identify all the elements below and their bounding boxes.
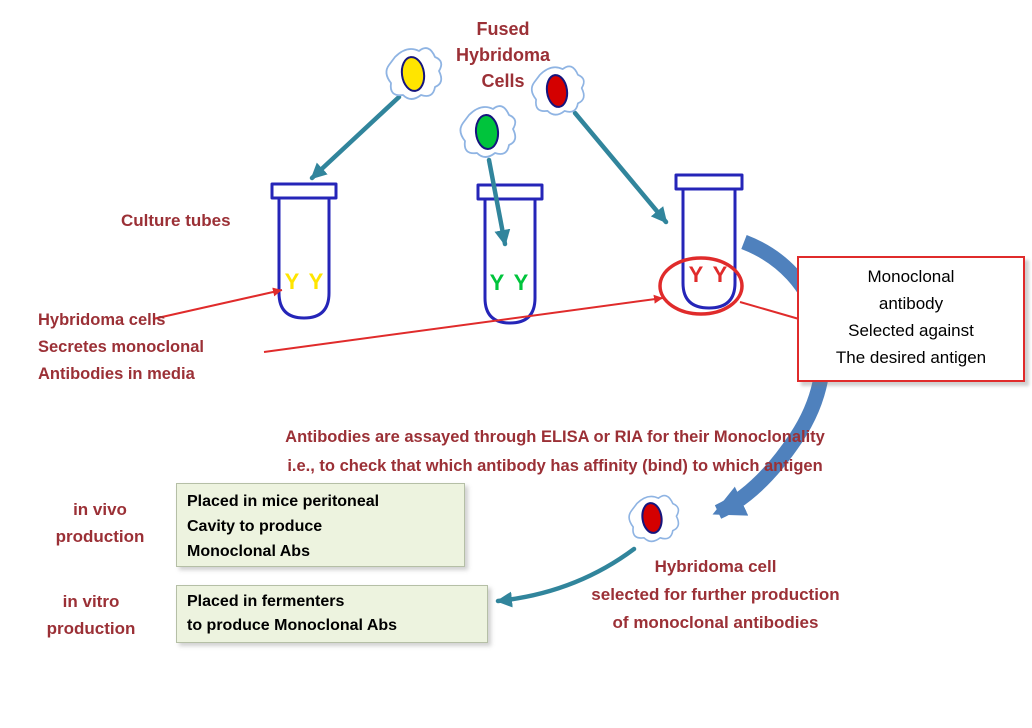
culture-tube-3 <box>674 173 744 310</box>
tube3-antibodies: Y Y <box>688 262 730 287</box>
in-vivo-label: in vivo production <box>55 500 145 546</box>
fused-cell-yellow <box>385 47 443 100</box>
tube-body <box>681 189 737 310</box>
tube-rim <box>674 173 744 191</box>
assay-description: Antibodies are assayed through ELISA or … <box>285 428 825 475</box>
fused-cells-title: Fused Hybridoma Cells <box>455 19 551 91</box>
culture-tube-1 <box>270 182 338 320</box>
tube-rim <box>270 182 338 200</box>
selection-circle <box>658 256 744 316</box>
in-vivo-box: Placed in mice peritoneal Cavity to prod… <box>176 483 465 567</box>
cell-nucleus-yellow <box>400 56 426 92</box>
in-vitro-label: in vitro production <box>46 592 136 638</box>
cell-nucleus-green <box>474 114 500 150</box>
arrow-cell-to-fermenter-box <box>495 546 637 608</box>
fused-cell-red <box>530 65 585 116</box>
connector-label-to-tube3 <box>263 294 664 353</box>
tube-body <box>277 198 331 320</box>
arrow-cell1-to-tube1 <box>309 94 402 181</box>
arrow-cell2-to-tube2 <box>486 157 511 247</box>
curved-selection-arrow <box>712 235 831 519</box>
culture-tubes-label: Culture tubes <box>121 211 231 230</box>
monoclonal-antibody-box: Monoclonal antibody Selected against The… <box>797 256 1025 382</box>
fused-cell-green <box>459 105 517 158</box>
cell-nucleus-red <box>641 502 663 534</box>
tube-body <box>483 199 537 325</box>
selected-hybridoma-cell <box>628 494 680 543</box>
tube-rim <box>476 183 544 201</box>
in-vitro-box: Placed in fermenters to produce Monoclon… <box>176 585 488 643</box>
secretion-label: Hybridoma cells Secretes monoclonal Anti… <box>38 311 204 383</box>
tube1-antibodies: Y Y <box>284 269 326 294</box>
cell-nucleus-red <box>545 74 569 108</box>
tube2-antibodies: Y Y <box>489 270 531 295</box>
selected-cell-label: Hybridoma cell selected for further prod… <box>591 557 840 632</box>
arrow-cell3-to-tube3 <box>572 110 669 225</box>
culture-tube-2 <box>476 183 544 325</box>
connector-circle-to-box <box>739 301 800 320</box>
connector-label-to-tube1 <box>152 287 283 320</box>
